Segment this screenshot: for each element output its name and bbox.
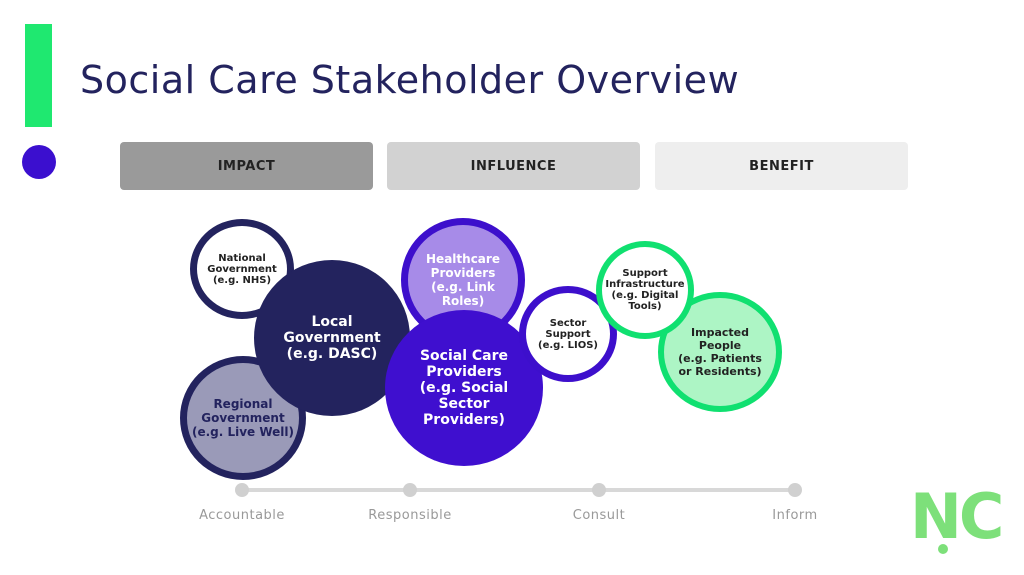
scale-tick: [235, 483, 249, 497]
circle-national-government: National Government (e.g. NHS): [190, 219, 294, 319]
scale-label-responsible: Responsible: [368, 508, 452, 523]
circle-support-infrastructure: Support Infrastructure (e.g. Digital Too…: [596, 241, 694, 339]
header-benefit: BENEFIT: [655, 142, 908, 190]
stakeholder-label: Support Infrastructure (e.g. Digital Too…: [605, 268, 685, 312]
stakeholder-label: Healthcare Providers (e.g. Link Roles): [426, 252, 500, 308]
scale-label-accountable: Accountable: [199, 508, 285, 523]
stakeholder-label: Local Government (e.g. DASC): [283, 314, 381, 362]
circle-regional-government: Regional Government (e.g. Live Well): [180, 356, 306, 480]
scale-tick: [403, 483, 417, 497]
header-impact: IMPACT: [120, 142, 373, 190]
accent-dot: [22, 145, 56, 179]
scale-tick: [592, 483, 606, 497]
stakeholder-label: Sector Support (e.g. LIOS): [538, 317, 598, 351]
scale-label-consult: Consult: [572, 508, 626, 523]
scale-line: [242, 488, 795, 492]
scale-tick: [788, 483, 802, 497]
header-influence: INFLUENCE: [387, 142, 640, 190]
nc-logo: NC: [910, 480, 1004, 553]
circle-social-care-providers: Social Care Providers (e.g. Social Secto…: [385, 310, 543, 466]
circle-local-government: Local Government (e.g. DASC): [254, 260, 410, 416]
stakeholder-label: Impacted People (e.g. Patients or Reside…: [678, 326, 762, 378]
scale-label-inform: Inform: [772, 508, 818, 523]
accent-bar: [25, 24, 52, 127]
logo-dot: [938, 544, 948, 554]
stakeholder-label: Regional Government (e.g. Live Well): [191, 397, 295, 439]
stakeholder-label: Social Care Providers (e.g. Social Secto…: [419, 348, 509, 428]
stakeholder-label: National Government (e.g. NHS): [207, 252, 277, 286]
page-title: Social Care Stakeholder Overview: [80, 58, 740, 102]
